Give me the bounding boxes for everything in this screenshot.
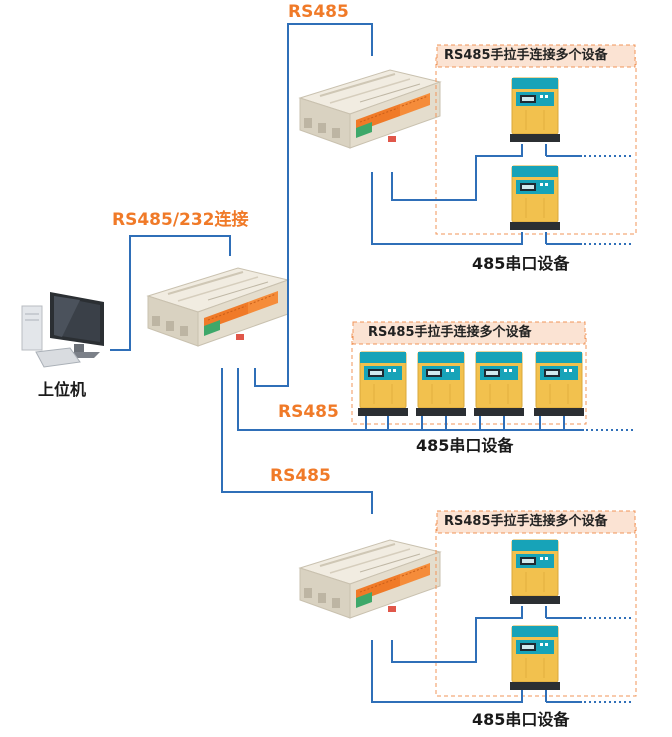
serial-device-icon	[509, 625, 561, 691]
serial-devices-label-1: 485串口设备	[472, 254, 570, 273]
device-group-box-3	[435, 510, 637, 697]
serial-device-icon	[509, 77, 561, 143]
rs485-wiring	[110, 23, 584, 703]
controller-bottom	[299, 539, 441, 619]
controller-main	[147, 267, 289, 347]
serial-device-icon	[473, 351, 525, 417]
rs485-232-label: RS485/232连接	[112, 210, 249, 230]
host-computer-label: 上位机	[38, 380, 87, 399]
group-title-1: RS485手拉手连接多个设备	[444, 48, 608, 63]
serial-device-icon	[357, 351, 409, 417]
desktop-computer-icon	[21, 292, 104, 368]
group-title-2: RS485手拉手连接多个设备	[368, 325, 532, 340]
bus-continuation	[584, 155, 634, 703]
device-group-box-2	[351, 321, 587, 425]
group-title-3: RS485手拉手连接多个设备	[444, 514, 608, 529]
serial-device-icon	[533, 351, 585, 417]
rs485-label-top: RS485	[288, 2, 349, 22]
serial-device-icon	[509, 539, 561, 605]
device-group-box-1	[435, 44, 637, 235]
serial-device-icon	[509, 165, 561, 231]
serial-device-icon	[415, 351, 467, 417]
controller-top	[299, 69, 441, 149]
serial-devices-label-2: 485串口设备	[416, 436, 514, 455]
rs485-label-middle: RS485	[278, 402, 339, 422]
rs485-label-bottom: RS485	[270, 466, 331, 486]
serial-devices-label-3: 485串口设备	[472, 710, 570, 729]
